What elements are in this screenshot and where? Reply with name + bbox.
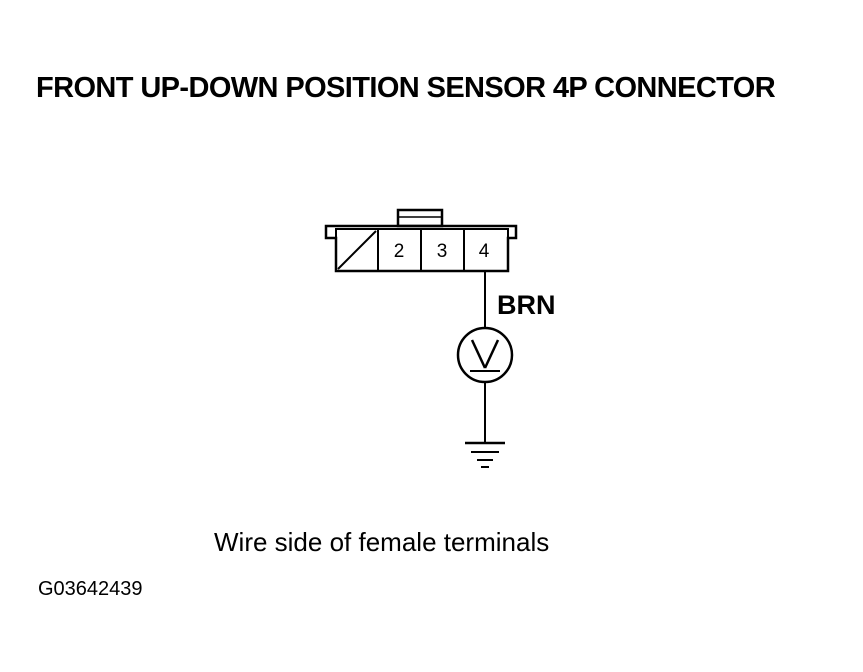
figure-id: G03642439 [38, 578, 143, 600]
terminal-label-2: 2 [394, 241, 405, 262]
diagram-caption: Wire side of female terminals [214, 527, 550, 557]
terminal-label-3: 3 [437, 241, 448, 262]
empty-cavity-slash [337, 230, 377, 270]
connector-lock-tab [396, 208, 444, 228]
ground-icon [465, 441, 505, 468]
voltmeter-icon [456, 326, 514, 384]
diagram-title: FRONT UP-DOWN POSITION SENSOR 4P CONNECT… [36, 72, 776, 104]
terminal-label-4: 4 [479, 241, 490, 262]
wire-color-label: BRN [497, 290, 556, 320]
